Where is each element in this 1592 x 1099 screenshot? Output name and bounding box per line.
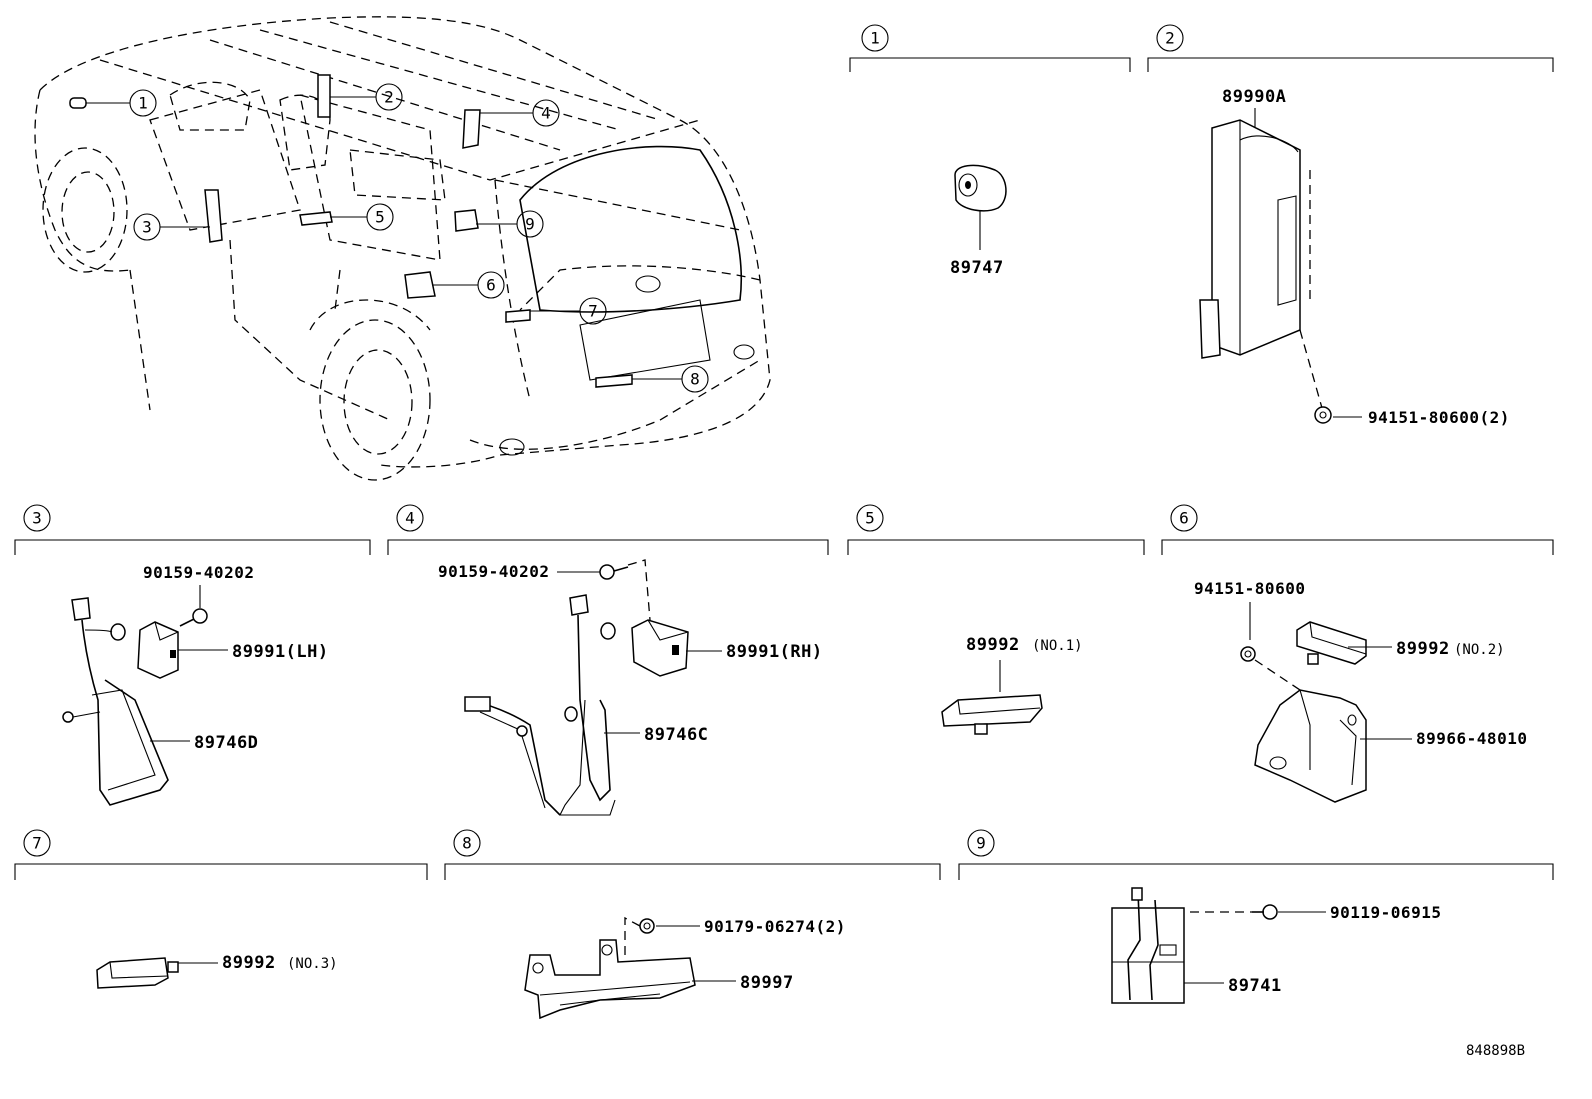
overview-callouts: 1 2 3 4 5 6 7 8 9 [86, 83, 709, 393]
callout-5: 5 [366, 203, 394, 231]
section-9: 9 90119-06915 89741 [958, 829, 1554, 1004]
section-6-number: 6 [1179, 509, 1189, 528]
part-89992-no3-label: 89992 [222, 953, 276, 973]
nut-94151-80600-icon [1314, 406, 1332, 424]
section-7: 7 89992 (NO.3) [14, 829, 428, 989]
callout-2: 2 [375, 83, 403, 111]
front-wheel [42, 147, 128, 273]
part-89992-no2-icon [1296, 621, 1367, 665]
part-89741-icon [1111, 887, 1185, 1004]
part-89747-label: 89747 [950, 258, 1004, 278]
part-89992-no3-icon [96, 957, 179, 989]
svg-text:8: 8 [690, 370, 700, 389]
svg-text:4: 4 [541, 104, 551, 123]
part-90159-40202-lh-label: 90159-40202 [143, 563, 254, 582]
part-94151-80600-label: 94151-80600(2) [1368, 408, 1510, 427]
part-89997-icon [524, 939, 696, 1020]
part-89992-no1-label: 89992 [966, 635, 1020, 655]
section-6: 6 94151-80600 89992 (NO.2) 89966-48010 [1161, 504, 1554, 803]
svg-text:1: 1 [138, 94, 148, 113]
rear-wheel [309, 299, 431, 481]
part-89991-lh-icon [137, 621, 179, 679]
svg-text:5: 5 [375, 208, 385, 227]
part-89747-icon [954, 164, 1007, 212]
screw-90119-06915-icon [1252, 904, 1278, 920]
part-90179-06274-label: 90179-06274(2) [704, 917, 846, 936]
section-2-number: 2 [1165, 29, 1175, 48]
bolt-90159-40202-icon [179, 608, 208, 627]
part-89991-lh-label: 89991(LH) [232, 642, 329, 662]
callout-7: 7 [579, 297, 607, 325]
section-8: 8 90179-06274(2) 89997 [444, 829, 941, 1020]
part-89966-48010-label: 89966-48010 [1416, 729, 1527, 748]
part-89991-rh-icon [631, 619, 689, 677]
section-3-number: 3 [32, 509, 42, 528]
part-89746C-icon [464, 594, 616, 816]
callout-8: 8 [681, 365, 709, 393]
part-89992-no2-label: 89992 [1396, 639, 1450, 659]
nut-94151-80600-s6-icon [1240, 646, 1256, 662]
nut-90179-06274-icon [639, 918, 655, 934]
vehicle-overview-illustration [34, 16, 771, 481]
part-89990A-label: 89990A [1222, 87, 1286, 107]
part-89992-no1-note: (NO.1) [1032, 638, 1083, 654]
section-4-number: 4 [405, 509, 415, 528]
svg-text:7: 7 [588, 302, 598, 321]
callout-1: 1 [129, 89, 157, 117]
part-89746D-icon [62, 597, 169, 806]
part-94151-80600-s6-label: 94151-80600 [1194, 579, 1305, 598]
part-89746D-label: 89746D [194, 733, 258, 753]
section-7-number: 7 [32, 834, 42, 853]
section-1: 1 89747 [849, 24, 1131, 278]
part-89992-no1-icon [941, 694, 1043, 735]
section-1-number: 1 [870, 29, 880, 48]
bracket-89966-48010-icon [1254, 689, 1367, 803]
part-89741-label: 89741 [1228, 976, 1282, 996]
part-89997-label: 89997 [740, 973, 794, 993]
part-90119-06915-label: 90119-06915 [1330, 903, 1441, 922]
part-89991-rh-label: 89991(RH) [726, 642, 823, 662]
svg-text:3: 3 [142, 218, 152, 237]
section-4: 4 90159-40202 89991(RH) 89746C [387, 504, 829, 816]
svg-text:2: 2 [384, 88, 394, 107]
bolt-90159-40202-rh-icon [599, 564, 629, 580]
callout-4: 4 [532, 99, 560, 127]
part-89990A-icon [1199, 119, 1301, 359]
section-5: 5 89992 (NO.1) [847, 504, 1145, 735]
section-3: 3 90159-40202 89991(LH) 89746D [14, 504, 371, 806]
part-89992-no2-note: (NO.2) [1454, 642, 1505, 658]
svg-text:9: 9 [525, 215, 535, 234]
part-90159-40202-rh-label: 90159-40202 [438, 562, 549, 581]
callout-3: 3 [133, 213, 161, 241]
drawing-code: 848898B [1466, 1043, 1525, 1059]
section-8-number: 8 [462, 834, 472, 853]
section-5-number: 5 [865, 509, 875, 528]
svg-text:6: 6 [486, 276, 496, 295]
part-89746C-label: 89746C [644, 725, 708, 745]
callout-6: 6 [477, 271, 505, 299]
section-2: 2 89990A 94151-80600(2) [1147, 24, 1554, 427]
section-9-number: 9 [976, 834, 986, 853]
part-89992-no3-note: (NO.3) [287, 956, 338, 972]
callout-9: 9 [516, 210, 544, 238]
